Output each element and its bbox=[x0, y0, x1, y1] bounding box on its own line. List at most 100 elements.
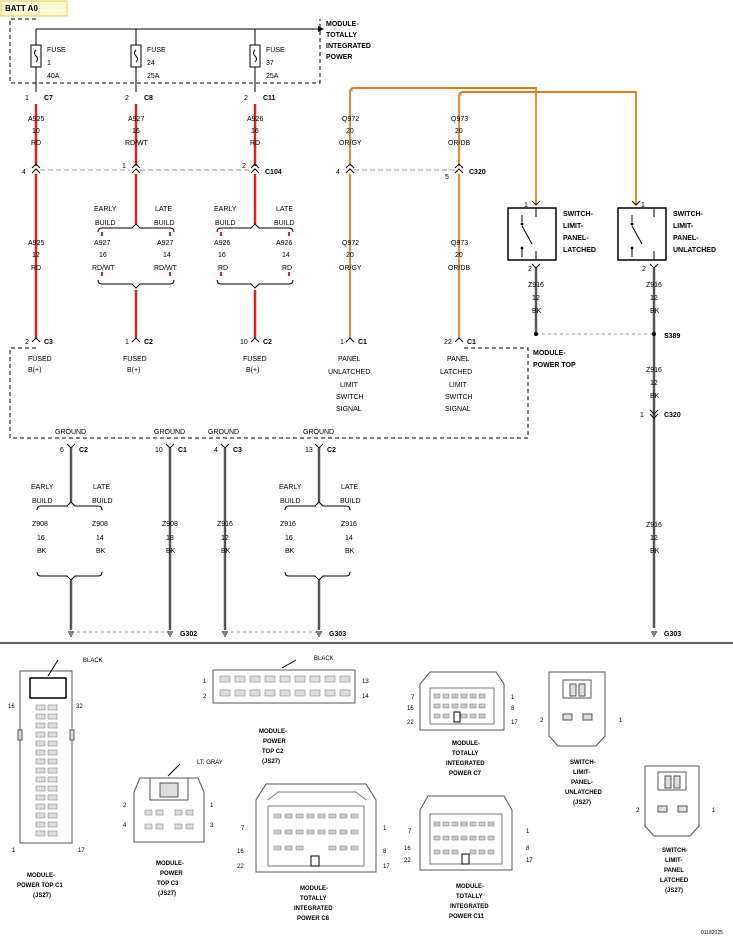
ptl-3-1: UNLATCHED bbox=[328, 369, 370, 376]
title-box bbox=[0, 0, 68, 17]
c11-pin-8: 8 bbox=[526, 846, 530, 852]
c3-pin-1: 1 bbox=[210, 803, 214, 809]
sw2-name-0: SWITCH- bbox=[673, 211, 704, 218]
ptl-2-1: B(+) bbox=[246, 367, 259, 374]
c3-pin-2: 2 bbox=[123, 803, 127, 809]
c7-name-3: POWER C7 bbox=[449, 771, 482, 777]
sw2-pin-bot: 2 bbox=[642, 266, 646, 273]
c1-pin-16: 16 bbox=[8, 704, 15, 710]
module-tip-label-3: POWER bbox=[326, 54, 352, 61]
c1-name-2: (JS27) bbox=[33, 893, 51, 899]
sw-w3-g: 12 bbox=[650, 535, 658, 542]
inline-pin-4: 5 bbox=[445, 174, 449, 181]
c2-name-0: MODULE- bbox=[259, 729, 287, 735]
c3-name-0: MODULE- bbox=[156, 861, 184, 867]
ground-section: GROUND GROUND GROUND GROUND 6 C2 10 C1 4… bbox=[31, 429, 681, 638]
sw1-name-1: LIMIT- bbox=[563, 223, 584, 230]
c3-name-3: (JS27) bbox=[158, 891, 176, 897]
build-early-1b: BUILD bbox=[95, 220, 116, 227]
swl-name-3: LATCHED bbox=[660, 878, 689, 884]
c8-pin-7: 7 bbox=[241, 826, 245, 832]
gw1-id: Z908 bbox=[92, 521, 108, 528]
gp-conn-1: C1 bbox=[178, 447, 187, 454]
ptl-3-0: PANEL bbox=[338, 356, 361, 363]
mid-wire-labels: A925 12 RD A927 16 RD/WT A927 14 RD/WT A… bbox=[28, 240, 471, 272]
ptl-4-3: SWITCH bbox=[445, 394, 473, 401]
sw1-name-2: PANEL- bbox=[563, 235, 589, 242]
w-a926-id: A926 bbox=[247, 116, 263, 123]
w-a925-id: A925 bbox=[28, 116, 44, 123]
c7-pin-8: 8 bbox=[511, 706, 515, 712]
c7-name-0: MODULE- bbox=[452, 741, 480, 747]
c11-pin-22: 22 bbox=[404, 858, 411, 864]
wire-q973-upper bbox=[458, 91, 637, 205]
ptl-1-0: FUSED bbox=[123, 356, 147, 363]
ptl-0-0: FUSED bbox=[28, 356, 52, 363]
m2-c: RD/WT bbox=[154, 265, 178, 272]
swu-name-1: LIMIT- bbox=[573, 770, 590, 776]
fuse-37-amp: 25A bbox=[266, 73, 279, 80]
build-late-1a: LATE bbox=[155, 206, 172, 213]
ptl-3-2: LIMIT bbox=[340, 382, 359, 389]
c7-pin-1: 1 bbox=[511, 695, 515, 701]
gw5-id: Z916 bbox=[341, 521, 357, 528]
switch-latched: 1 2 SWITCH- LIMIT- PANEL- LATCHED bbox=[507, 200, 596, 273]
fuse-24-num: 24 bbox=[147, 60, 155, 67]
swu-name-4: (JS27) bbox=[573, 800, 591, 806]
m0-c: RD bbox=[31, 265, 41, 272]
connector-pt-c2: BLACK 1 13 2 14 MODULE- POWER TOP C2 (JS… bbox=[203, 656, 369, 765]
upper-wire-labels: A925 10 RD A927 16 RD/WT A926 16 RD Q972… bbox=[28, 116, 471, 147]
module-pt-box bbox=[9, 347, 529, 439]
pt-pin-0: 2 bbox=[25, 339, 29, 346]
c3-name-1: POWER bbox=[160, 871, 183, 877]
w-a925-c: RD bbox=[31, 140, 41, 147]
gw0-c: BK bbox=[37, 548, 47, 555]
gw0-g: 16 bbox=[37, 535, 45, 542]
gp-conn-2: C3 bbox=[233, 447, 242, 454]
inline-pin-0: 4 bbox=[22, 169, 26, 176]
gw3-g: 12 bbox=[221, 535, 229, 542]
sw1-pin-top: 1 bbox=[524, 202, 528, 209]
c320-pin: 1 bbox=[640, 412, 644, 419]
m2-id: A927 bbox=[157, 240, 173, 247]
c7-pin-17: 17 bbox=[511, 720, 518, 726]
gw1-c: BK bbox=[96, 548, 106, 555]
gw4-c: BK bbox=[285, 548, 295, 555]
fuse-1-num: 1 bbox=[47, 60, 51, 67]
c3-pin-3: 3 bbox=[210, 823, 214, 829]
c1-color: BLACK bbox=[83, 658, 103, 664]
sw2-name-3: UNLATCHED bbox=[673, 247, 716, 254]
gb-late-1b: BUILD bbox=[92, 498, 113, 505]
fuse-24: FUSE 24 25A bbox=[130, 29, 166, 92]
gnd-word-2: GROUND bbox=[208, 429, 239, 436]
swu-pin-1: 1 bbox=[619, 718, 623, 724]
fuse-1-amp: 40A bbox=[47, 73, 60, 80]
inline-conn-c320: C320 bbox=[469, 169, 486, 176]
c11-name-3: POWER C11 bbox=[449, 914, 485, 920]
pt-pin-3: 1 bbox=[340, 339, 344, 346]
inline-pin-1: 1 bbox=[122, 163, 126, 170]
m4-c: RD bbox=[282, 265, 292, 272]
w-a926-g: 16 bbox=[251, 128, 259, 135]
c1-pin-17: 17 bbox=[78, 848, 85, 854]
c11-pin-16: 16 bbox=[404, 846, 411, 852]
c8-pin-16: 16 bbox=[237, 849, 244, 855]
build-late-1b: BUILD bbox=[154, 220, 175, 227]
swl-name-2: PANEL bbox=[664, 868, 684, 874]
splice-s389: S389 bbox=[664, 333, 680, 340]
gw2-c: BK bbox=[166, 548, 176, 555]
gw0-id: Z908 bbox=[32, 521, 48, 528]
sw-w1-g: 12 bbox=[650, 295, 658, 302]
sw-w0-c: BK bbox=[532, 308, 542, 315]
gp-conn-0: C2 bbox=[79, 447, 88, 454]
c3-color: LT. GRAY bbox=[197, 760, 223, 766]
pt-pin-2: 10 bbox=[240, 339, 248, 346]
build-late-2a: LATE bbox=[276, 206, 293, 213]
build-early-1a: EARLY bbox=[94, 206, 117, 213]
inline-conn-c104: C104 bbox=[265, 169, 282, 176]
gb-late-2a: LATE bbox=[341, 484, 358, 491]
module-pt-label-1: POWER TOP bbox=[533, 362, 576, 369]
c11-name-1: TOTALLY bbox=[456, 894, 483, 900]
sw-w3-id: Z916 bbox=[646, 522, 662, 529]
